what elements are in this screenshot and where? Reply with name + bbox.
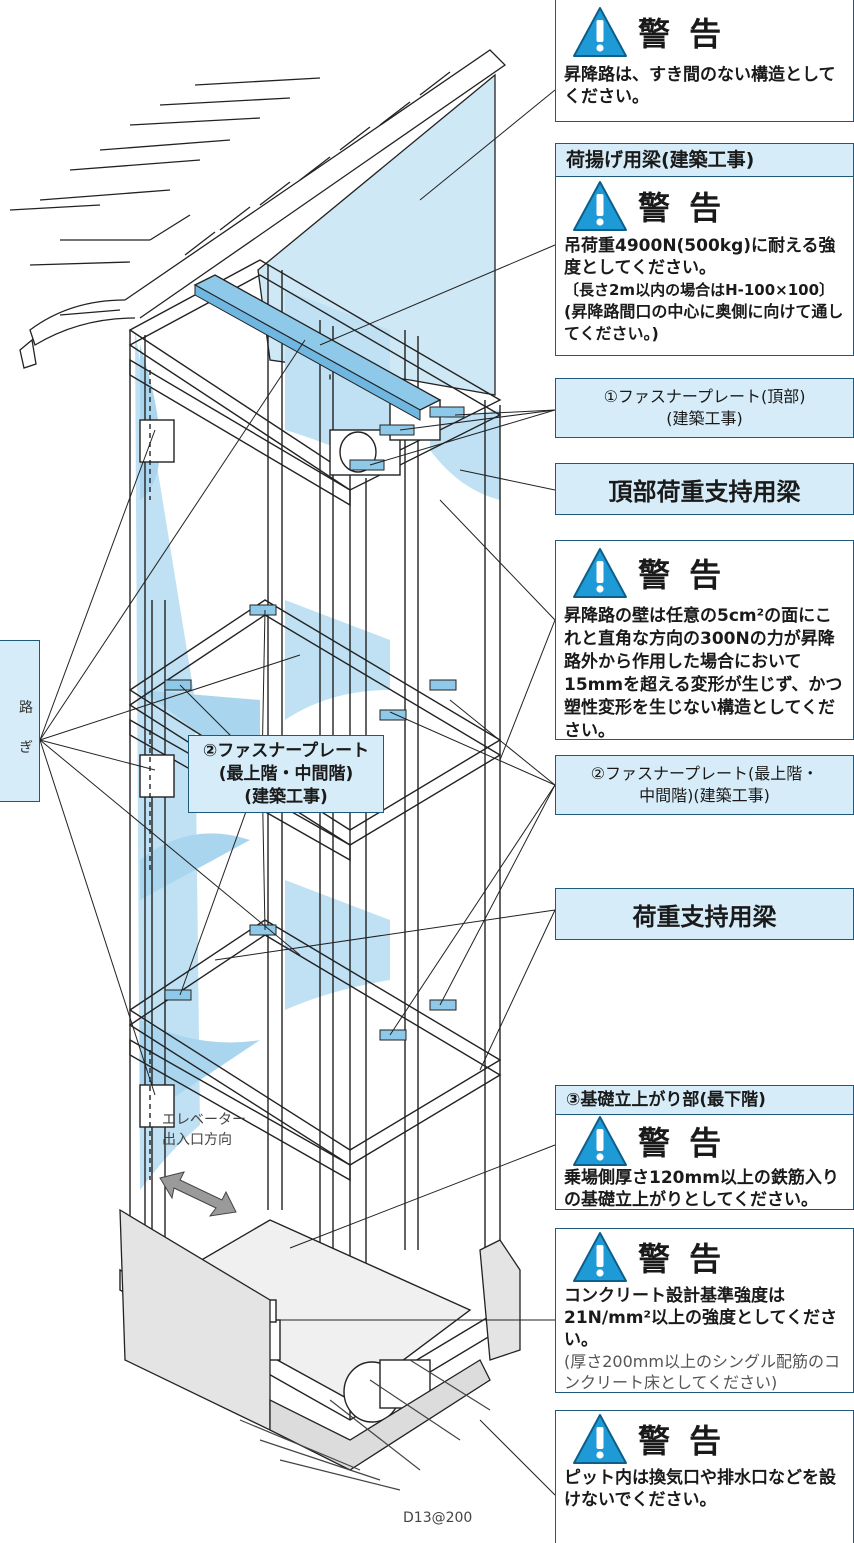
warning-box-shaft-gap: 警 告 昇降路は、すき間のない構造としてください。 [555,0,854,122]
warning-title: 警 告 [638,556,726,594]
label-line-3: (建築工事) [244,786,328,807]
warning-icon [573,548,627,598]
label-line-1: ②ファスナープレート(最上階・ [590,764,819,783]
lifting-beam-header: 荷揚げ用梁(建築工事) [556,144,853,177]
warning-header: 警 告 [556,177,853,235]
warning-icon [573,181,627,231]
entrance-line-1: エレベーター [162,1112,246,1128]
entrance-direction-label: エレベーター 出入口方向 [162,1110,246,1150]
label-line-2: 中間階)(建築工事) [639,786,770,805]
label-fastener-plate-middle: ②ファスナープレート(最上階・ 中間階)(建築工事) [555,755,854,815]
warning-icon [573,1414,627,1464]
warning-icon [573,1116,627,1166]
warning-header: 警 告 [556,541,853,605]
label-line-2: (最上階・中間階) [218,763,354,784]
label-text: 頂部荷重支持用梁 [608,477,801,506]
warning-text: 昇降路の壁は任意の5cm²の面にこれと直角な方向の300Nの力が昇降路外から作用… [564,606,843,741]
leader-lines [39,89,556,1496]
warning-text: 昇降路は、すき間のない構造としてください。 [564,65,836,107]
warning-title: 警 告 [638,15,726,53]
fastener-plates [164,406,465,1041]
warning-text: 乗場側厚さ120mm以上の鉄筋入りの基礎立上がりとしてください。 [564,1168,839,1210]
warning-note-size: 〔長さ2m以内の場合はH-100×100〕 [564,281,835,299]
shaft-walls [135,73,500,1190]
roof [9,49,507,369]
warning-note-direction: (昇降路間口の中心に奥側に向けて通してください。) [564,302,844,343]
warning-title: 警 告 [638,1240,726,1278]
warning-header: 警 告 [556,1115,853,1167]
fragment-b: ぎ [19,740,33,756]
foundation-header: ③基礎立上がり部(最下階) [556,1086,853,1115]
warning-text: ピット内は換気口や排水口などを設けないでください。 [564,1468,836,1510]
warning-title: 警 告 [638,189,726,227]
shaft-frame [119,259,502,1423]
fragment-a: 路 [19,700,33,716]
label-fastener-plate-top: ①ファスナープレート(頂部) (建築工事) [555,378,854,438]
warning-header: 警 告 [556,0,853,64]
warning-box-pit: 警 告 ピット内は換気口や排水口などを設けないでください。 [555,1410,854,1543]
label-left-cutoff: 路 ぎ [0,640,40,802]
concrete-foundation [119,1208,521,1491]
lifting-beam [193,274,442,421]
warning-header: 警 告 [556,1229,853,1285]
foundation-box: ③基礎立上がり部(最下階) 警 告 乗場側厚さ120mm以上の鉄筋入りの基礎立上… [555,1085,854,1210]
rebar-spec-label: D13@200 [403,1510,473,1526]
label-fastener-plate-middle-center: ②ファスナープレート (最上階・中間階) (建築工事) [188,735,384,813]
warning-title: 警 告 [638,1124,726,1162]
warning-header: 警 告 [556,1411,853,1467]
warning-box-wall-strength: 警 告 昇降路の壁は任意の5cm²の面にこれと直角な方向の300Nの力が昇降路外… [555,540,854,741]
entrance-arrow [159,1171,237,1217]
label-line-2: (建築工事) [666,409,743,428]
label-line-1: ①ファスナープレート(頂部) [603,387,806,406]
warning-title: 警 告 [638,1422,726,1460]
warning-icon [573,1232,627,1282]
label-top-load-beam: 頂部荷重支持用梁 [555,463,854,515]
warning-note: (厚さ200mm以上のシングル配筋のコンクリート床としてください) [564,1352,840,1392]
label-load-support-beam: 荷重支持用梁 [555,888,854,940]
warning-box-concrete: 警 告 コンクリート設計基準強度は21N/mm²以上の強度としてください。 (厚… [555,1228,854,1393]
entrance-line-2: 出入口方向 [162,1132,232,1148]
lifting-beam-box: 荷揚げ用梁(建築工事) 警 告 吊荷重4900N(500kg)に耐える強度として… [555,143,854,356]
label-text: 荷重支持用梁 [632,902,777,931]
warning-text: コンクリート設計基準強度は21N/mm²以上の強度としてください。 [564,1286,837,1350]
warning-text: 吊荷重4900N(500kg)に耐える強度としてください。 [564,236,836,278]
label-line-1: ②ファスナープレート [202,740,370,761]
warning-icon [573,7,627,57]
